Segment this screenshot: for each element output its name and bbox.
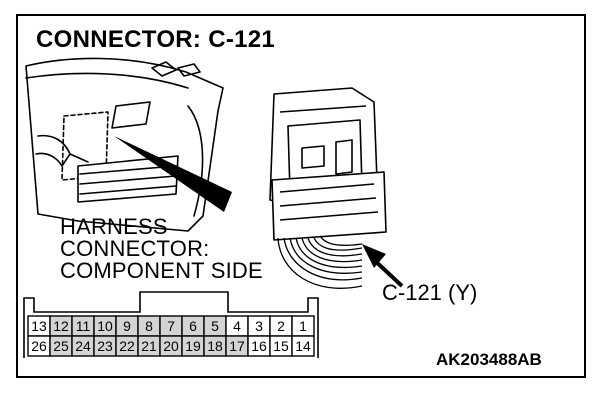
- diagram-code: AK203488AB: [436, 350, 542, 369]
- ecu-illustration: [269, 87, 387, 241]
- connector-pin-label: 7: [167, 318, 175, 334]
- connector-pin-label: 21: [141, 338, 157, 354]
- connector-pin-label: 26: [31, 338, 47, 354]
- connector-pin-label: 23: [97, 338, 113, 354]
- connector-pin-label: 8: [145, 318, 153, 334]
- connector-pin-label: 2: [277, 318, 285, 334]
- connector-pin-label: 11: [76, 318, 91, 334]
- harness-label-line-2: CONNECTOR:: [60, 236, 210, 261]
- connector-pin-label: 19: [185, 338, 201, 354]
- connector-pin-label: 4: [233, 318, 241, 334]
- connector-pin-label: 5: [211, 318, 219, 334]
- connector-pin-label: 18: [207, 338, 223, 354]
- connector-pin-label: 15: [273, 338, 289, 354]
- diagram-frame: CONNECTOR: C-121: [16, 14, 586, 378]
- connector-pin-label: 12: [53, 318, 69, 334]
- pointer-wedge: [114, 136, 232, 212]
- connector-pin-label: 1: [299, 318, 307, 334]
- connector-callout-label: C-121 (Y): [382, 280, 478, 305]
- dashboard-illustration: [25, 57, 224, 232]
- connector-pin-label: 14: [295, 338, 311, 354]
- connector-pin-label: 10: [97, 318, 113, 334]
- connector-pin-cell: [291, 335, 315, 357]
- connector-pin-label: 17: [229, 338, 245, 354]
- illustration: [25, 57, 404, 289]
- diagram-title: CONNECTOR: C-121: [36, 26, 276, 53]
- callout-arrow: [362, 244, 404, 288]
- connector-pin-label: 3: [255, 318, 263, 334]
- connector-pin-label: 20: [163, 338, 179, 354]
- connector-pin-label: 13: [31, 318, 47, 334]
- connector-pin-label: 25: [53, 338, 69, 354]
- wire-harness: [277, 235, 363, 289]
- harness-label-line-1: HARNESS: [60, 214, 168, 239]
- connector-outline: [23, 291, 319, 358]
- harness-label-line-3: COMPONENT SIDE: [60, 258, 263, 283]
- connector-pin-label: 24: [75, 338, 91, 354]
- connector-pin-label: 9: [123, 318, 131, 334]
- connector-shell: [23, 291, 319, 358]
- connector-pin-label: 16: [251, 338, 267, 354]
- connector-pin-label: 6: [189, 318, 197, 334]
- connector-pin-label: 22: [119, 338, 135, 354]
